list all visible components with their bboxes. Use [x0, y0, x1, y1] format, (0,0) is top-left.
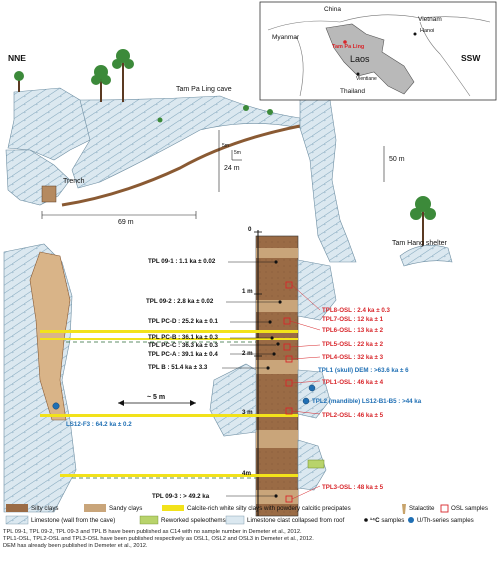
legend-stalactite: Stalactite	[409, 505, 435, 512]
cave-profile	[5, 49, 453, 267]
map-vietnam: Vietnam	[418, 16, 442, 23]
legend-osl: OSL samples	[451, 505, 488, 512]
useries-label: LS12-F3 : 64.2 ka ± 0.2	[66, 421, 132, 428]
nne-label: NNE	[8, 53, 26, 63]
shelter-label: Tam Hang shelter	[392, 240, 447, 247]
map-myanmar: Myanmar	[272, 34, 300, 41]
trench-label: Trench	[63, 178, 85, 185]
stratigraphy	[3, 230, 337, 517]
osl-label: TPL1-OSL : 46 ka ± 4	[322, 379, 384, 386]
footnotes: TPL 09-1, TPL 09-2, TPL 09-3 and TPL B h…	[3, 529, 498, 551]
legend-clast: Limestone clast collapsed from roof	[247, 517, 345, 524]
c14-label: TPL PC-C : 36.3 ka ± 0.3	[148, 342, 218, 349]
depth-1: 1 m	[242, 288, 253, 295]
map-thailand: Thailand	[340, 88, 365, 95]
height-dim: 24 m	[224, 165, 240, 172]
legend-swatches	[5, 504, 449, 525]
legend-silty: Silty clays	[31, 505, 59, 512]
footnote: TPL 09-1, TPL 09-2, TPL 09-3 and TPL B h…	[3, 529, 302, 535]
depth-3: 3 m	[242, 409, 253, 416]
width-dim: 69 m	[118, 219, 134, 226]
locator-map	[259, 1, 497, 101]
depth-2: 2 m	[242, 350, 253, 357]
legend-sandy: Sandy clays	[109, 505, 143, 512]
scale-v5: 5m	[222, 143, 229, 149]
osl-label: TPL6-OSL : 13 ka ± 2	[322, 327, 384, 334]
map-site: Tam Pa Ling	[332, 44, 365, 50]
c14-label: TPL 09-3 : > 49.2 ka	[152, 493, 210, 500]
ssw-label: SSW	[461, 53, 481, 63]
c14-label: TPL 09-1 : 1.1 ka ± 0.02	[148, 258, 216, 265]
legend-speleo: Reworked speleothems	[161, 517, 226, 524]
cave-label: Tam Pa Ling cave	[176, 86, 232, 93]
c14-label: TPL PC-D : 25.2 ka ± 0.1	[148, 318, 218, 325]
footnote: DEM has already been published in Demete…	[3, 543, 148, 550]
scale-h5: 5m	[234, 150, 241, 156]
c14-label: TPL PC-B : 36.1 ka ± 0.3	[148, 334, 218, 341]
gap-dim: ~ 5 m	[147, 394, 166, 401]
map-china: China	[324, 6, 341, 13]
c14-label: TPL B : 51.4 ka ± 3.3	[148, 364, 208, 371]
map-vientiane: Vientiane	[356, 76, 377, 82]
osl-label: TPL7-OSL : 12 ka ± 1	[322, 316, 384, 323]
map-laos: Laos	[350, 54, 370, 64]
osl-label: TPL3-OSL : 48 ka ± 5	[322, 484, 384, 491]
legend-useries: U/Th-series samples	[417, 517, 474, 524]
osl-label: TPL4-OSL : 32 ka ± 3	[322, 354, 384, 361]
c14-label: TPL PC-A : 39.1 ka ± 0.4	[148, 351, 218, 358]
osl-label: TPL2-OSL : 46 ka ± 5	[322, 412, 384, 419]
useries-label: TPL1 (skull) DEM : >63.6 ka ± 6	[318, 367, 409, 374]
footnote: TPL1-OSL, TPL2-OSL and TPL3-OSL have bee…	[3, 536, 314, 543]
map-hanoi: Hanoi	[420, 28, 435, 34]
c14-label: TPL 09-2 : 2.8 ka ± 0.02	[146, 298, 214, 305]
osl-label: TPL5-OSL : 22 ka ± 2	[322, 341, 384, 348]
legend-c14: ¹⁴C samples	[370, 517, 405, 524]
legend-calcite: Calcite-rich white silty clays with powd…	[187, 505, 351, 512]
depth-0: 0	[248, 226, 252, 233]
osl-label: TPL8-OSL : 2.4 ka ± 0.3	[322, 307, 390, 314]
useries-label: TPL2 (mandible) LS12-B1-B5 : >44 ka	[312, 398, 422, 405]
depth-4: 4m	[242, 470, 251, 477]
drop-dim: 50 m	[389, 156, 405, 163]
legend-limestone: Limestone (wall from the cave)	[31, 517, 116, 524]
